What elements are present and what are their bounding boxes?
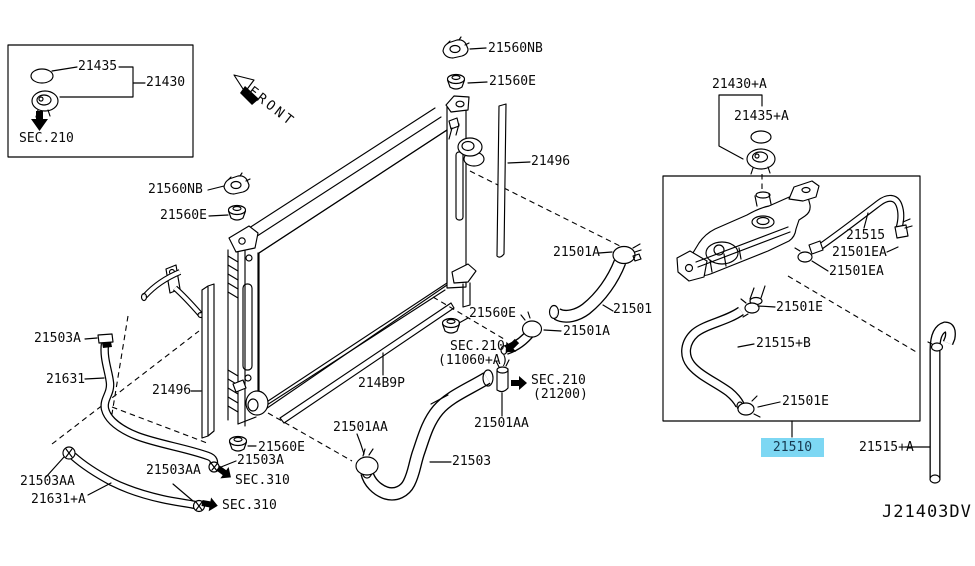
radiator: [140, 95, 485, 427]
label-sec210-box[interactable]: SEC.210: [19, 131, 74, 146]
label-21503aa-mid: 21503AA: [146, 463, 201, 478]
label-21560e-left: 21560E: [160, 208, 207, 223]
label-21501ea-2: 21501EA: [829, 264, 884, 279]
label-21503: 21503: [452, 454, 492, 469]
label-21515: 21515: [846, 228, 886, 243]
label-21501: 21501: [613, 302, 653, 317]
label-21560nb-top: 21560NB: [488, 41, 543, 56]
label-21435: 21435: [78, 59, 118, 74]
label-21430a: 21430+A: [712, 77, 767, 92]
label-21496-right: 21496: [531, 154, 571, 169]
label-drawing-code: J21403DV: [882, 502, 972, 522]
lower-radiator-hose-21503: [355, 369, 494, 501]
label-sec310-a[interactable]: SEC.310: [235, 473, 290, 488]
label-part-21510[interactable]: 21510: [761, 438, 824, 457]
label-21501e-2: 21501E: [782, 394, 829, 409]
label-21631a: 21631+A: [31, 492, 86, 507]
label-21631: 21631: [46, 372, 86, 387]
label-sec210-engine[interactable]: SEC.210: [531, 373, 586, 388]
label-21560e-top: 21560E: [489, 74, 536, 89]
label-sec210-mid-ref: (11060+A): [438, 353, 509, 368]
leader-lines: [45, 47, 931, 502]
inset-box-radiator-cap: [7, 44, 194, 158]
label-21496-bottomleft: 21496: [152, 383, 192, 398]
dashed-lines: [51, 170, 919, 462]
reservoir-tank-box: [662, 94, 921, 422]
seal-strip-left-21496: [201, 283, 215, 439]
label-21503aa-left: 21503AA: [20, 474, 75, 489]
water-inlet-part: [495, 359, 510, 393]
label-21501aa-left: 21501AA: [333, 420, 388, 435]
reservoir-hose-21631a: [62, 446, 206, 513]
label-sec210-engine-ref: (21200): [533, 387, 588, 402]
label-21435a: 21435+A: [734, 109, 789, 124]
overflow-hose-21515a: [927, 321, 956, 484]
front-arrow-icon: [233, 74, 259, 105]
label-21501ea-1: 21501EA: [832, 245, 887, 260]
label-sec210-mid[interactable]: SEC.210: [450, 339, 505, 354]
label-21515b: 21515+B: [756, 336, 811, 351]
label-21501aa-right: 21501AA: [474, 416, 529, 431]
label-21430: 21430: [146, 75, 186, 90]
label-21560nb-left: 21560NB: [148, 182, 203, 197]
label-21501e-1: 21501E: [776, 300, 823, 315]
label-sec310-b[interactable]: SEC.310: [222, 498, 277, 513]
label-21501a-upper: 21501A: [553, 245, 600, 260]
seal-strip-right-21496: [496, 103, 507, 258]
label-21503a-bottom: 21503A: [237, 453, 284, 468]
label-214b9p: 214B9P: [358, 376, 405, 391]
baffle-bar-214b9p: [279, 302, 455, 424]
label-21503a-topleft: 21503A: [34, 331, 81, 346]
upper-radiator-hose-21501: [548, 243, 642, 323]
label-21560e-mid: 21560E: [469, 306, 516, 321]
reservoir-hose-21631: [97, 333, 220, 473]
label-21560e-bottom: 21560E: [258, 440, 305, 455]
label-21501a-mid: 21501A: [563, 324, 610, 339]
label-21515a: 21515+A: [859, 440, 914, 455]
